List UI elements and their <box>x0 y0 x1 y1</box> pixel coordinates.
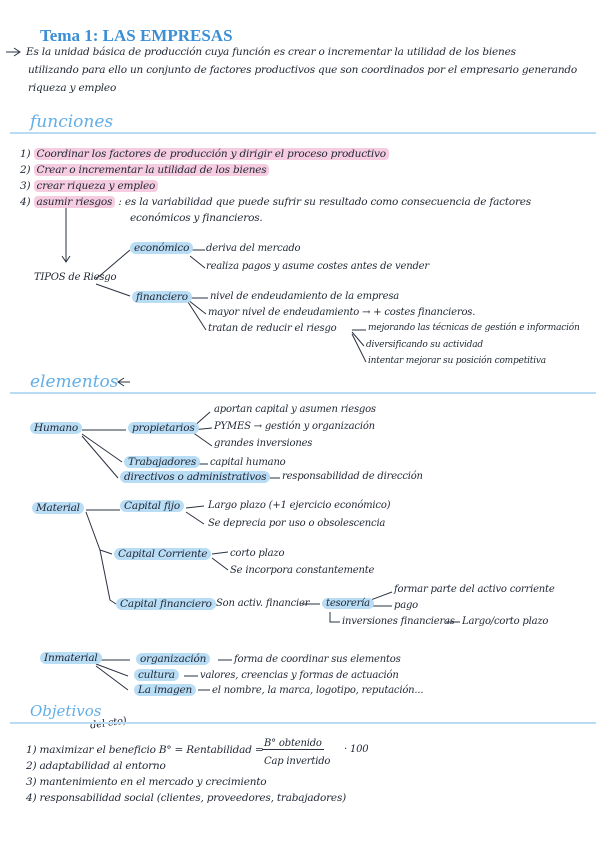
item-number: 2) <box>26 760 37 772</box>
section-divider <box>10 722 596 724</box>
propietarios-3: grandes inversiones <box>214 438 313 449</box>
financiero-inversiones: inversiones financieras <box>342 616 455 627</box>
propietarios-2: PYMES → gestión y organización <box>214 421 375 432</box>
imagen-1: el nombre, la marca, logotipo, reputació… <box>212 685 424 696</box>
humano-propietarios: propietarios <box>128 422 199 434</box>
item-number: 3) <box>26 776 37 788</box>
tesoreria-2: pago <box>394 600 418 611</box>
funcion-item-4-cont: económicos y financieros. <box>130 212 263 224</box>
elemento-humano: Humano <box>30 422 83 434</box>
inmaterial-cultura: cultura <box>134 669 179 681</box>
tipos-riesgo-label: TIPOS de Riesgo <box>34 272 117 283</box>
propietarios-1: aportan capital y asumen riesgos <box>214 404 376 415</box>
item-number: 3) <box>20 180 31 192</box>
section-heading-objetivos: Objetivos <box>30 702 102 720</box>
tesoreria-1: formar parte del activo corriente <box>394 584 555 595</box>
material-fijo: Capital fijo <box>120 500 184 512</box>
funcion-item-3: 3) crear riqueza y empleo <box>20 180 159 192</box>
formula-numerator: B° obtenido <box>262 738 324 750</box>
cultura-1: valores, creencias y formas de actuación <box>200 670 399 681</box>
financiero-c1: mejorando las técnicas de gestión e info… <box>368 323 580 333</box>
intro-line-2: utilizando para ello un conjunto de fact… <box>28 64 578 76</box>
financiero-a: nivel de endeudamiento de la empresa <box>210 291 400 302</box>
section-heading-funciones: funciones <box>30 112 114 132</box>
item-text: responsabilidad social (clientes, provee… <box>39 792 347 804</box>
inmaterial-organizacion: organización <box>136 653 211 665</box>
item-number: 2) <box>20 164 31 176</box>
intro-line-3: riqueza y empleo <box>28 82 117 94</box>
humano-trabajadores: Trabajadores <box>124 456 201 468</box>
elemento-inmaterial: Inmaterial <box>40 652 102 664</box>
elemento-material: Material <box>32 502 84 514</box>
item-text: mantenimiento en el mercado y crecimient… <box>39 776 267 788</box>
item-number: 4) <box>26 792 37 804</box>
organizacion-1: forma de coordinar sus elementos <box>234 654 401 665</box>
item-number: 4) <box>20 196 31 208</box>
item-text: Coordinar los factores de producción y d… <box>33 148 389 160</box>
financiero-tesoreria: tesorería <box>322 598 374 609</box>
inmaterial-imagen: La imagen <box>134 684 197 696</box>
item-text: maximizar el beneficio B° = Rentabilidad… <box>39 744 264 756</box>
directivos-1: responsabilidad de dirección <box>282 471 423 482</box>
fijo-1: Largo plazo (+1 ejercicio económico) <box>208 500 391 511</box>
humano-directivos: directivos o administrativos <box>120 471 271 483</box>
riesgo-economico: económico <box>130 242 194 254</box>
objetivo-item-1: 1) maximizar el beneficio B° = Rentabili… <box>26 744 264 756</box>
fijo-2: Se deprecia por uso o obsolescencia <box>208 518 386 529</box>
material-corriente: Capital Corriente <box>114 548 212 560</box>
section-divider <box>10 132 596 134</box>
economico-a: deriva del mercado <box>206 243 301 254</box>
objetivo-item-4: 4) responsabilidad social (clientes, pro… <box>26 792 346 804</box>
financiero-b: mayor nivel de endeudamiento → + costes … <box>208 307 476 318</box>
section-heading-elementos: elementos <box>30 372 119 392</box>
item-text: asumir riesgos <box>33 196 116 208</box>
economico-b: realiza pagos y asume costes antes de ve… <box>206 261 429 272</box>
item-text: crear riqueza y empleo <box>33 180 159 192</box>
page-title: Tema 1: LAS EMPRESAS <box>40 26 233 45</box>
trabajadores-1: capital humano <box>210 457 286 468</box>
funcion-item-2: 2) Crear o incrementar la utilidad de lo… <box>20 164 270 176</box>
material-financiero: Capital financiero <box>116 598 216 610</box>
item-number: 1) <box>26 744 37 756</box>
item-text: Crear o incrementar la utilidad de los b… <box>33 164 270 176</box>
riesgo-financiero: financiero <box>132 291 192 303</box>
item-text: adaptabilidad al entorno <box>39 760 166 772</box>
objetivo-item-3: 3) mantenimiento en el mercado y crecimi… <box>26 776 267 788</box>
funcion-item-4: 4) asumir riesgos : es la variabilidad q… <box>20 196 531 208</box>
section-divider <box>10 392 596 394</box>
inversiones-1: Largo/corto plazo <box>462 616 549 627</box>
item-number: 1) <box>20 148 31 160</box>
financiero-c3: intentar mejorar su posición competitiva <box>368 356 546 366</box>
objetivo-item-2: 2) adaptabilidad al entorno <box>26 760 166 772</box>
financiero-1: Son activ. financier <box>216 598 310 609</box>
financiero-c2: diversificando su actividad <box>366 340 483 350</box>
formula-denominator: Cap invertido <box>264 756 331 767</box>
financiero-c: tratan de reducir el riesgo <box>208 323 337 334</box>
corriente-1: corto plazo <box>230 548 285 559</box>
intro-line-1: Es la unidad básica de producción cuya f… <box>26 46 516 58</box>
formula-multiplier: · 100 <box>344 744 369 755</box>
item-description: : es la variabilidad que puede sufrir su… <box>118 196 531 208</box>
funcion-item-1: 1) Coordinar los factores de producción … <box>20 148 389 160</box>
corriente-2: Se incorpora constantemente <box>230 565 375 576</box>
